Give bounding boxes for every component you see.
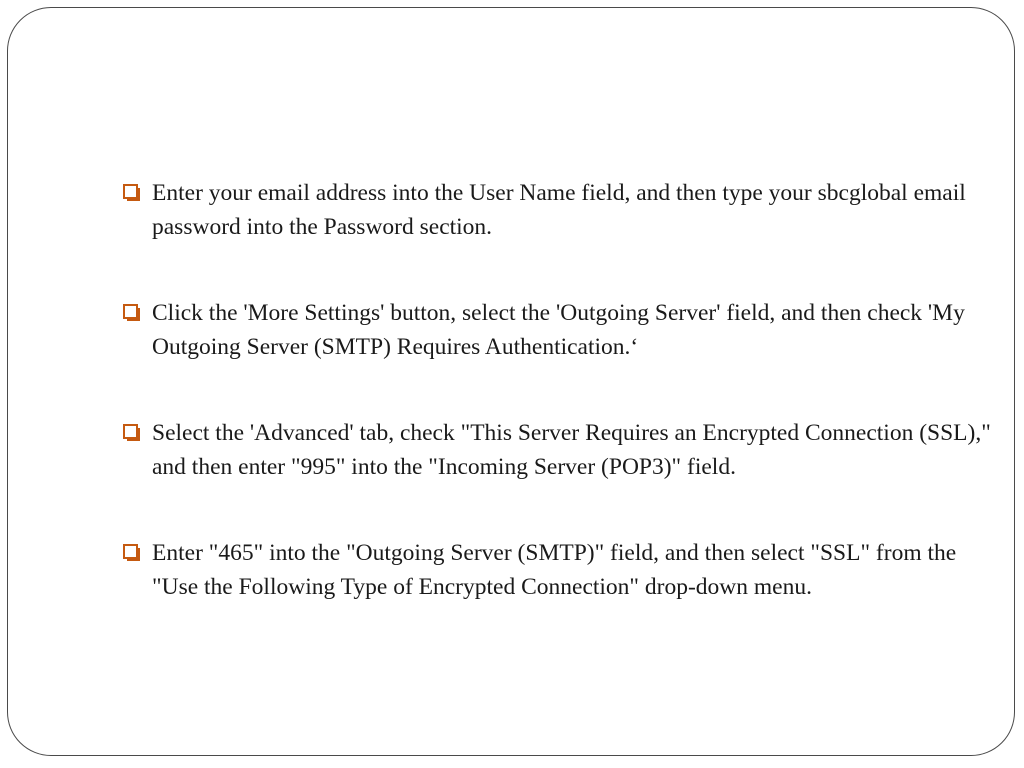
bullet-item: Click the 'More Settings' button, select… (123, 296, 993, 364)
bullet-text: Select the 'Advanced' tab, check "This S… (152, 420, 991, 480)
square-bullet-icon (123, 544, 140, 561)
bullet-text: Click the 'More Settings' button, select… (152, 300, 965, 360)
bullet-item: Select the 'Advanced' tab, check "This S… (123, 416, 993, 484)
bullet-text: Enter your email address into the User N… (152, 180, 966, 240)
square-bullet-icon (123, 304, 140, 321)
square-bullet-icon (123, 184, 140, 201)
square-bullet-icon (123, 424, 140, 441)
bullet-item: Enter "465" into the "Outgoing Server (S… (123, 536, 993, 604)
bullet-text: Enter "465" into the "Outgoing Server (S… (152, 540, 957, 600)
slide-frame: Enter your email address into the User N… (7, 7, 1015, 756)
bullet-list: Enter your email address into the User N… (123, 176, 993, 604)
bullet-item: Enter your email address into the User N… (123, 176, 993, 244)
